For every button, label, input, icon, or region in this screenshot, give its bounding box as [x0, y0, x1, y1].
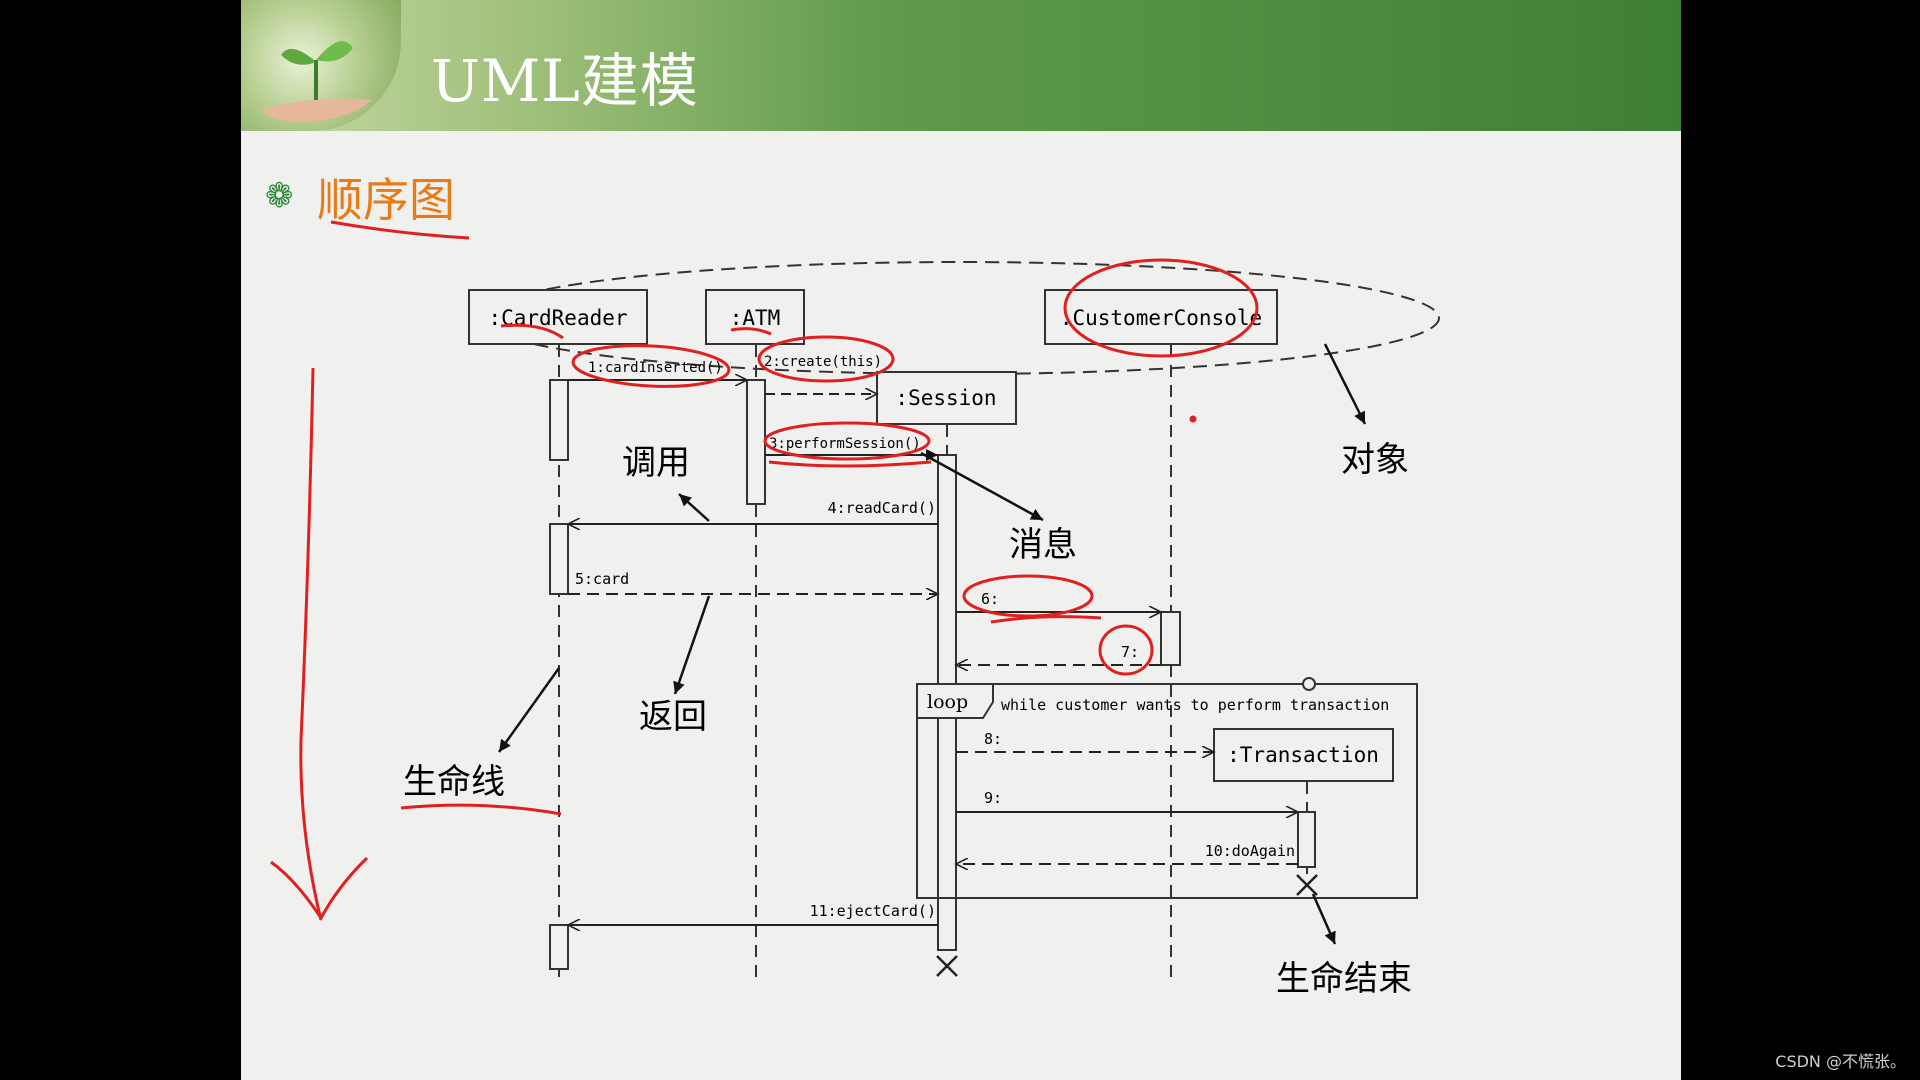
seedling-icon — [261, 41, 371, 122]
message-5: 5:card — [568, 570, 938, 594]
circle-message-3 — [763, 421, 931, 461]
object-transaction: :Transaction — [1213, 728, 1394, 782]
message-label: 5:card — [575, 570, 629, 588]
loop-label: loop — [927, 691, 968, 713]
object-session: :Session — [876, 371, 1017, 425]
arrow-message — [920, 451, 1044, 522]
time-arrow-head — [270, 856, 369, 921]
message-label: 9: — [984, 789, 1002, 807]
message-2: 2:create(this) — [764, 354, 882, 394]
message-label: 11:ejectCard() — [810, 902, 936, 920]
object-label: :ATM — [730, 306, 781, 330]
loop-frame — [916, 683, 1418, 899]
loop-label-pentagon — [916, 683, 994, 719]
title-banner: UML建模 — [241, 0, 1681, 131]
circle-message-1 — [571, 344, 731, 388]
seedling-leaf-left — [281, 48, 316, 65]
activation-cardreader-2 — [549, 523, 569, 595]
arrow-end-of-life — [1311, 893, 1337, 945]
message-label: 7: — [1121, 643, 1139, 661]
object-label: :Transaction — [1227, 743, 1379, 767]
lifelines — [558, 345, 1308, 985]
object-box — [1213, 728, 1394, 782]
atm-underline — [730, 327, 772, 336]
activation-customerconsole — [1160, 611, 1181, 666]
cardreader-underline — [500, 323, 564, 340]
message-11: 11:ejectCard() — [568, 902, 938, 925]
activation-cardreader-3 — [549, 924, 569, 970]
seedling-in-hands-logo — [241, 0, 401, 131]
arrow-return — [673, 595, 711, 695]
circle-message-7 — [1098, 624, 1154, 676]
destroy-transaction-mark — [1296, 874, 1318, 896]
message-6-underline — [990, 615, 1102, 624]
circle-message-2 — [757, 335, 895, 383]
annotation-arrows — [497, 343, 1367, 945]
footer-credit: CSDN @不慌张。 — [1775, 1052, 1906, 1071]
annotation-end-of-life: 生命结束 — [1276, 959, 1412, 999]
handwriting-marks — [270, 258, 1259, 921]
arrow-lifeline — [497, 667, 561, 753]
message-4: 4:readCard() — [568, 499, 938, 524]
message-label: 1:cardInserted() — [588, 360, 723, 376]
activation-transaction — [1297, 811, 1316, 868]
activation-atm — [746, 379, 766, 505]
loop-guard-circle — [1302, 677, 1316, 691]
slide-title: UML建模 — [431, 47, 699, 115]
seedling-leaf-right — [316, 41, 353, 62]
message-6: 6: — [956, 590, 1161, 612]
arrow-call — [678, 493, 710, 522]
circle-customerconsole — [1063, 258, 1259, 358]
object-box — [705, 289, 805, 345]
annotation-lifeline: 生命线 — [403, 762, 505, 802]
message-label: 2:create(this) — [764, 354, 882, 370]
message-10: 10:doAgain — [956, 842, 1298, 864]
hands-shape — [261, 98, 371, 122]
annotation-call: 调用 — [622, 443, 690, 483]
message-label: 3:performSession() — [769, 436, 921, 452]
object-label: :CustomerConsole — [1060, 306, 1262, 330]
message-label: 6: — [981, 590, 999, 608]
heading-underline — [330, 220, 470, 240]
message-3-underline — [768, 460, 932, 468]
red-dot — [1189, 415, 1197, 423]
object-label: :Session — [895, 386, 996, 410]
annotation-message: 消息 — [1009, 525, 1077, 565]
annotation-return: 返回 — [639, 697, 707, 737]
section-heading: 顺序图 — [317, 173, 455, 227]
lifeline-underline — [400, 803, 562, 816]
annotation-object: 对象 — [1341, 440, 1409, 480]
message-label: 4:readCard() — [828, 499, 936, 517]
circle-message-6 — [962, 574, 1094, 618]
loop-fragment: loop while customer wants to perform tra… — [916, 677, 1418, 899]
destroy-session-mark — [936, 955, 958, 977]
object-box — [876, 371, 1017, 425]
bullet-icon: ❁ — [265, 176, 294, 216]
loop-condition: while customer wants to perform transact… — [1001, 696, 1389, 714]
object-atm: :ATM — [705, 289, 805, 345]
object-customerconsole: :CustomerConsole — [1044, 289, 1278, 345]
message-label: 10:doAgain — [1205, 842, 1295, 860]
message-9: 9: — [956, 789, 1298, 812]
arrow-to-objects — [1323, 343, 1367, 425]
time-arrow-line — [299, 367, 323, 921]
slide: UML建模 ❁ 顺序图 :CardReader — [241, 0, 1681, 1080]
message-label: 8: — [984, 730, 1002, 748]
activation-cardreader-1 — [549, 379, 569, 461]
sequence-diagram: :CardReader :ATM :CustomerConsole :Sessi… — [270, 220, 1440, 999]
message-8: 8: — [956, 730, 1214, 752]
message-7: 7: — [956, 643, 1161, 665]
